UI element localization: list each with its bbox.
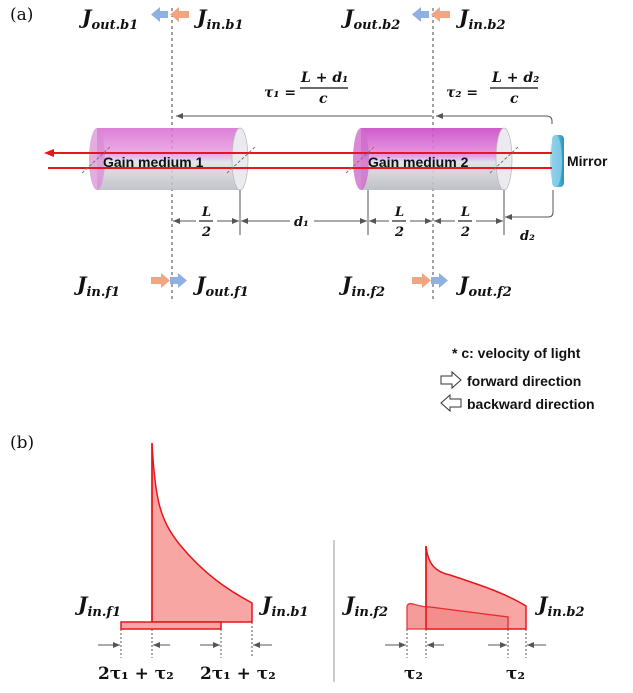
label-j-in-b2: Jin.b2 (455, 5, 506, 33)
laser-beams (44, 149, 552, 169)
label-j-out-b2: Jout.b2 (340, 5, 400, 33)
dim-d2: d₂ (505, 190, 554, 244)
pulse-left (120, 442, 253, 630)
angled-faces (81, 146, 519, 174)
svg-text:c: c (319, 91, 328, 107)
gain-medium-1-label: Gain medium 1 (103, 154, 204, 170)
legend-velocity: * c: velocity of light (452, 345, 581, 361)
tau2-formula: τ₂ = L + d₂ c (446, 70, 539, 107)
svg-text:τ₁ =: τ₁ = (264, 85, 296, 101)
tick-left-1: 2τ₁ + τ₂ (98, 664, 174, 684)
label-j-out-b1: Jout.b1 (78, 5, 138, 33)
dim-half-1: L 2 (173, 205, 239, 240)
tau2-span (436, 113, 553, 124)
forward-arrow-icon (440, 370, 462, 390)
svg-text:2: 2 (460, 225, 470, 240)
arrow-in-f1 (151, 273, 170, 288)
arrow-in-b2 (431, 7, 450, 22)
arrow-out-b2 (412, 7, 429, 22)
tau1-span (176, 113, 432, 119)
label-j-in-f1: Jin.f1 (73, 272, 120, 300)
legend-forward: forward direction (467, 373, 581, 389)
tick-left-2: 2τ₁ + τ₂ (200, 664, 276, 684)
tick-right-2: τ₂ (506, 664, 525, 684)
timing-marks-left (98, 622, 272, 658)
svg-text:τ₂ =: τ₂ = (446, 85, 478, 101)
timing-marks-right (385, 629, 546, 658)
label-j-in-b1: Jin.b1 (193, 5, 244, 33)
pulse-right (406, 545, 527, 630)
legend-backward: backward direction (467, 396, 595, 412)
svg-text:c: c (510, 91, 519, 107)
svg-text:L + d₂: L + d₂ (491, 70, 539, 86)
svg-text:L: L (460, 205, 470, 220)
label-j-in-f2: Jin.f2 (338, 272, 385, 300)
arrow-out-f2 (431, 273, 448, 288)
svg-text:L + d₁: L + d₁ (300, 70, 348, 86)
gain-medium-2-label: Gain medium 2 (368, 154, 469, 170)
label-j-out-f2: Jout.f2 (455, 272, 512, 300)
dim-half-3: L 2 (434, 205, 503, 240)
dim-half-2: L 2 (369, 205, 432, 240)
backward-arrow-icon (440, 393, 462, 413)
gain-medium-2 (353, 127, 513, 191)
dim-d1: d₁ (241, 215, 367, 230)
gain-medium-1 (89, 127, 249, 191)
arrow-out-f1 (170, 273, 187, 288)
dimension-ticks (239, 190, 505, 235)
arrow-in-b1 (170, 7, 189, 22)
tick-right-1: τ₂ (404, 664, 423, 684)
svg-text:2: 2 (394, 225, 404, 240)
label-b-right-out: Jin.b2 (534, 592, 585, 620)
svg-text:d₂: d₂ (520, 229, 535, 244)
mirror (550, 135, 564, 187)
label-j-out-f1: Jout.f1 (192, 272, 249, 300)
label-b-left-out: Jin.b1 (258, 592, 309, 620)
arrow-out-b1 (151, 7, 168, 22)
svg-text:2: 2 (201, 225, 211, 240)
arrow-in-f2 (412, 273, 431, 288)
mirror-label: Mirror (567, 153, 608, 169)
svg-text:L: L (394, 205, 404, 220)
svg-text:L: L (201, 205, 211, 220)
label-b-left-in: Jin.f1 (74, 592, 121, 620)
tau1-formula: τ₁ = L + d₁ c (264, 70, 348, 107)
panel-b-label: (b) (10, 433, 34, 453)
label-b-right-in: Jin.f2 (341, 592, 388, 620)
panel-a-label: (a) (10, 5, 33, 25)
svg-text:d₁: d₁ (294, 215, 309, 230)
